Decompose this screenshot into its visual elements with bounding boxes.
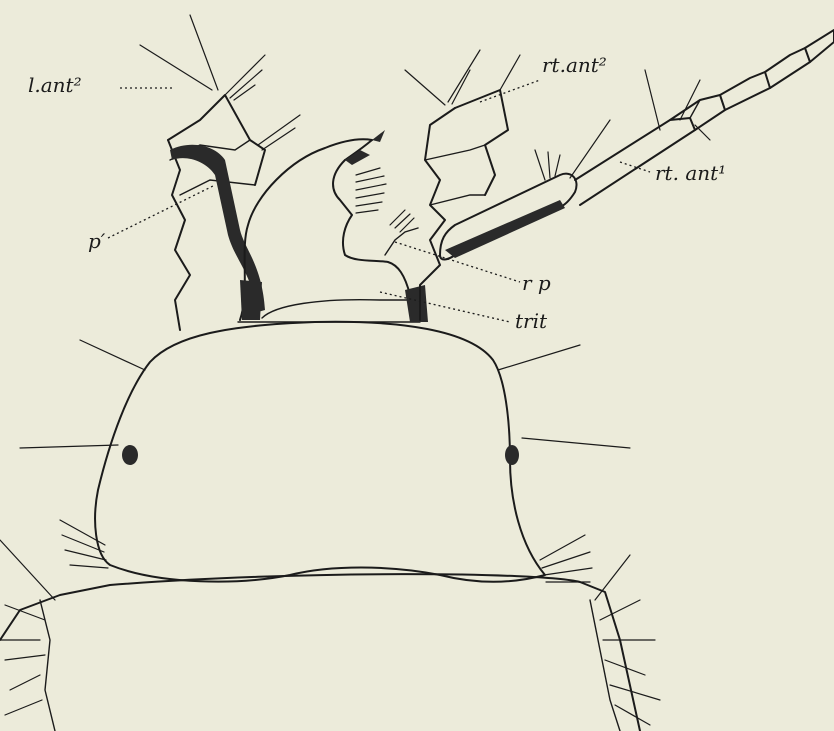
label-rt-ant1: rt. ant¹ bbox=[655, 161, 726, 185]
head-bristles-left bbox=[60, 520, 108, 568]
head-capsule bbox=[20, 322, 630, 582]
label-rp: r p bbox=[522, 271, 551, 295]
right-antenna-1 bbox=[440, 30, 834, 260]
right-eye bbox=[505, 445, 519, 465]
mouthparts bbox=[238, 130, 428, 322]
thorax-bristles-right bbox=[595, 555, 660, 725]
head-bristles-right bbox=[540, 535, 592, 582]
comb-teeth bbox=[356, 168, 386, 213]
right-antenna-2 bbox=[405, 50, 520, 320]
label-l-ant2: l.ant² bbox=[28, 73, 82, 97]
left-eye bbox=[122, 445, 138, 465]
label-rt-ant2: rt.ant² bbox=[542, 53, 607, 77]
label-p-prime: p′ bbox=[88, 229, 106, 253]
left-antenna-base bbox=[140, 15, 300, 330]
label-trit: trit bbox=[515, 309, 548, 333]
